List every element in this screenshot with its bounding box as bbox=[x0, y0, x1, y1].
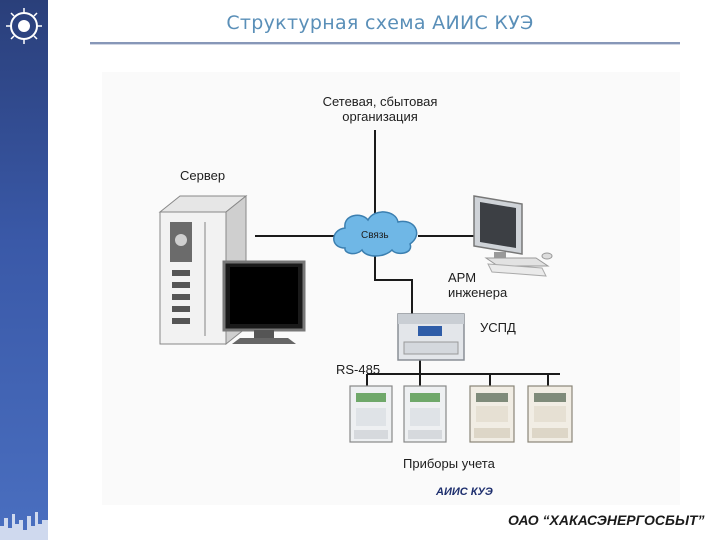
title-divider-shadow bbox=[90, 44, 680, 45]
label-uspd: УСПД bbox=[480, 320, 516, 335]
meter-icon-1 bbox=[349, 385, 393, 443]
cloud-icon bbox=[333, 211, 418, 257]
label-network-org: Сетевая, сбытовая организация bbox=[322, 94, 438, 124]
line-cloud-to-uspd bbox=[374, 254, 413, 314]
sidebar-band bbox=[0, 0, 48, 540]
label-meters: Приборы учета bbox=[403, 456, 495, 471]
skyline-decoration-icon bbox=[0, 512, 48, 540]
page-title: Структурная схема АИИС КУЭ bbox=[226, 12, 534, 34]
meter-icon-4 bbox=[527, 385, 573, 443]
server-monitor-icon bbox=[222, 260, 306, 344]
label-server: Сервер bbox=[180, 168, 226, 183]
label-rs485: RS-485 bbox=[336, 362, 381, 377]
workstation-icon bbox=[473, 195, 553, 277]
server-tower-icon bbox=[158, 194, 248, 346]
diagram-caption: АИИС КУЭ bbox=[436, 486, 493, 498]
title-divider bbox=[90, 42, 680, 44]
uspd-device-icon bbox=[397, 313, 465, 361]
label-cloud: Связь bbox=[361, 230, 389, 241]
meter-icon-3 bbox=[469, 385, 515, 443]
company-name: ОАО “ХАКАСЭНЕРГОСБЫТ” bbox=[508, 512, 705, 528]
meter-icon-2 bbox=[403, 385, 447, 443]
label-workstation: АРМ инженера bbox=[448, 270, 508, 300]
company-logo-icon bbox=[6, 8, 42, 44]
